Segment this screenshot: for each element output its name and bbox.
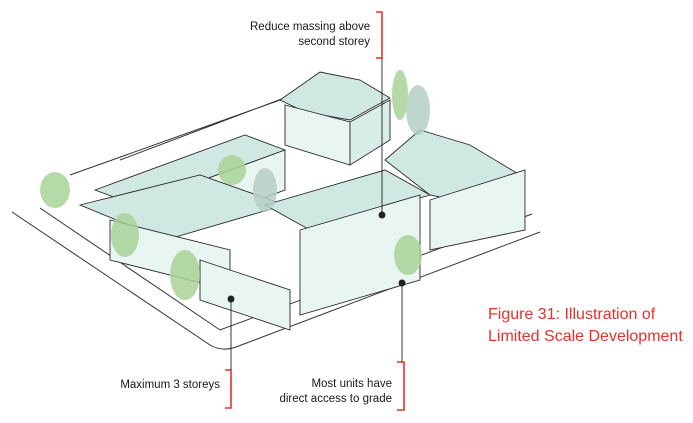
right-house-wall — [429, 169, 526, 251]
grade-pointer-dot — [398, 279, 406, 287]
front-left-lower-wall — [199, 259, 291, 331]
back-house-side-wall — [349, 99, 391, 166]
storeys-bracket — [225, 369, 232, 409]
tree — [394, 235, 422, 275]
right-house — [384, 129, 526, 251]
callout-grade-text: Most units have direct access to grade — [262, 377, 392, 407]
street-block — [11, 91, 541, 350]
callout-storeys-text: Maximum 3 storeys — [120, 379, 220, 391]
rear-lane-edge — [69, 91, 301, 176]
figure-caption-line2: Limited Scale Development — [488, 328, 683, 345]
tree — [111, 213, 139, 257]
figure-caption-line1: Figure 31: Illustration of — [488, 306, 656, 323]
callout-grade-line1: Most units have — [311, 378, 392, 390]
callout-massing-line1: Reduce massing above — [250, 21, 371, 33]
storeys-pointer-dot — [227, 295, 235, 303]
sidewalk-inner-edge — [39, 207, 533, 331]
front-right-wall — [299, 194, 421, 316]
tree — [218, 155, 246, 185]
callout-pointers — [227, 58, 406, 370]
tree — [40, 172, 70, 208]
trees — [40, 70, 430, 300]
tree — [392, 70, 408, 120]
massing-bracket — [376, 11, 383, 59]
callout-massing-line2: second storey — [298, 36, 370, 48]
tree — [170, 250, 200, 300]
callout-grade-line2: direct access to grade — [279, 393, 392, 405]
callout-massing-text: Reduce massing above second storey — [250, 20, 370, 50]
callout-leaders — [225, 11, 405, 411]
figure-caption: Figure 31: Illustration of Limited Scale… — [488, 304, 683, 348]
sidewalk-outer-edge — [11, 211, 541, 350]
grade-bracket — [397, 361, 405, 411]
tree — [406, 85, 430, 135]
massing-pointer-dot — [378, 211, 386, 219]
tree — [253, 168, 277, 212]
back-house — [279, 71, 391, 166]
